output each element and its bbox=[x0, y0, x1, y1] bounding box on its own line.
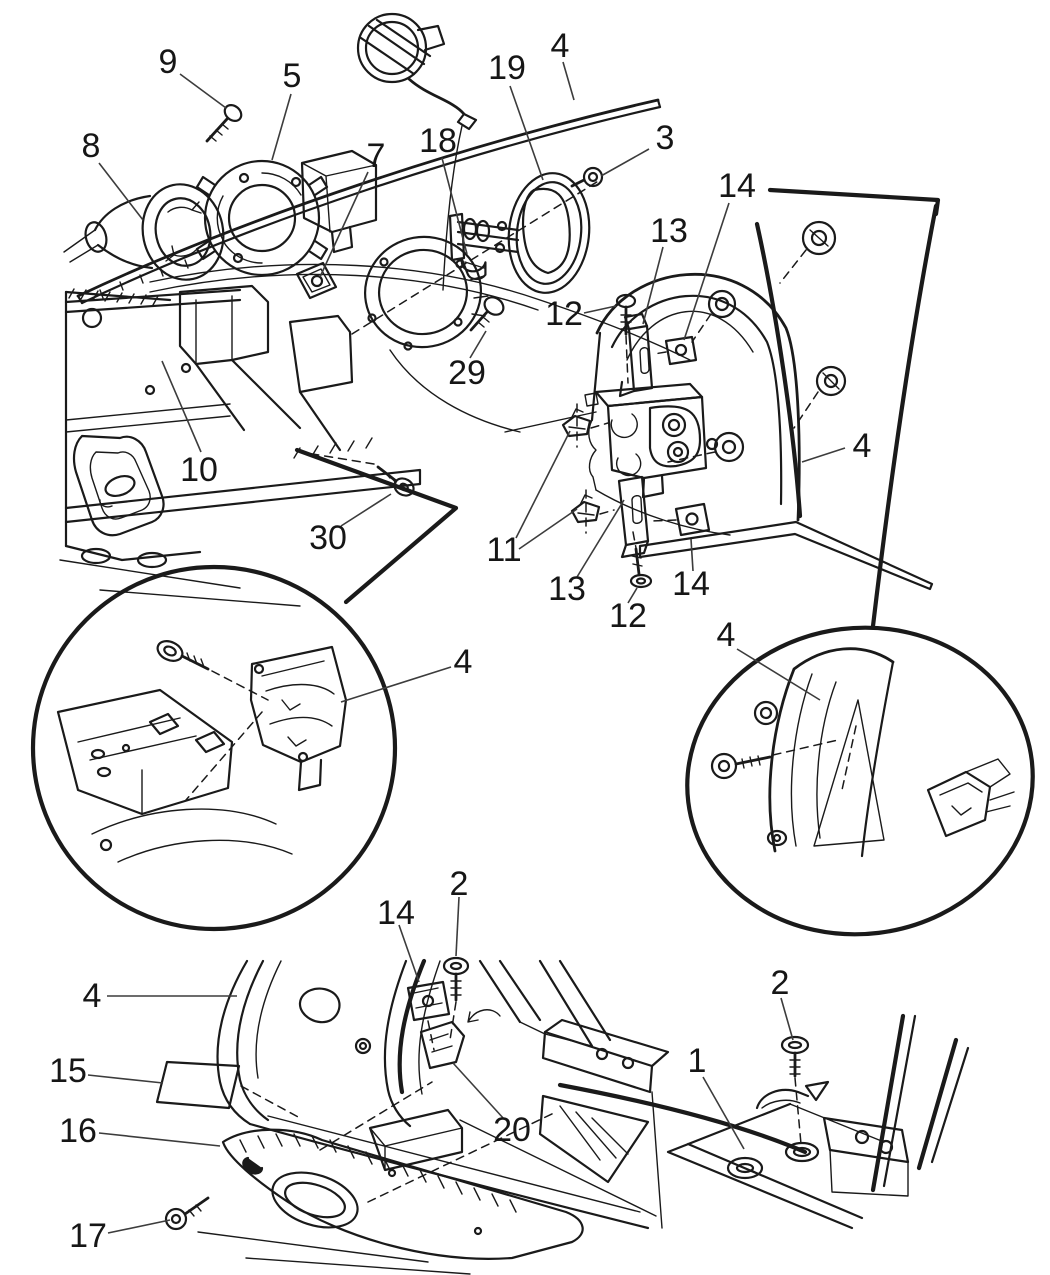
callout-20: 20 bbox=[493, 1111, 531, 1149]
leader-1 bbox=[702, 1076, 745, 1150]
callout-2-bottom: 2 bbox=[771, 964, 790, 1002]
callout-9: 9 bbox=[159, 43, 178, 81]
leader-19 bbox=[509, 85, 544, 181]
leader-4-left-inset bbox=[340, 666, 452, 703]
callout-13-top: 13 bbox=[650, 212, 688, 250]
callout-11: 11 bbox=[486, 531, 521, 569]
callout-14-bot: 14 bbox=[377, 894, 415, 932]
callout-8: 8 bbox=[82, 127, 101, 165]
callout-5: 5 bbox=[283, 57, 302, 95]
callout-3: 3 bbox=[656, 119, 675, 157]
part-filler-housing-5 bbox=[195, 149, 378, 277]
inset-right-ellipse bbox=[685, 625, 1035, 937]
leader-2-mid bbox=[455, 896, 460, 957]
part-screw-3 bbox=[570, 166, 604, 188]
callout-16: 16 bbox=[59, 1112, 97, 1150]
part-fuel-door-19 bbox=[351, 172, 601, 433]
leader-11a bbox=[515, 430, 571, 539]
part-bpillar-and-sill bbox=[155, 958, 808, 1275]
leader-5 bbox=[271, 93, 292, 161]
leader-20 bbox=[452, 1062, 505, 1120]
part-floor-sill-1 bbox=[666, 1013, 970, 1230]
part-gasket-ring-8 bbox=[63, 183, 225, 281]
part-nut-14-upper bbox=[653, 335, 698, 366]
callout-30: 30 bbox=[309, 519, 347, 557]
leader-17 bbox=[107, 1219, 171, 1234]
part-clip-11-lower bbox=[570, 489, 615, 534]
inset-left-circle bbox=[30, 447, 459, 932]
callout-4-top: 4 bbox=[551, 27, 570, 65]
part-screw-12-upper bbox=[615, 293, 637, 384]
leader-13-low bbox=[576, 499, 625, 578]
leader-15 bbox=[87, 1074, 164, 1084]
callout-12-top: 12 bbox=[545, 295, 583, 333]
part-fuel-cap bbox=[356, 12, 478, 291]
leader-12-low bbox=[627, 587, 638, 604]
part-quarter-panel-4 bbox=[588, 187, 941, 629]
leader-14-low bbox=[690, 538, 694, 572]
part-bracket-7 bbox=[295, 261, 338, 300]
callout-2-mid: 2 bbox=[450, 865, 469, 903]
part-frame-rail-10 bbox=[59, 263, 691, 607]
leader-lines bbox=[87, 61, 846, 1234]
callout-17: 17 bbox=[69, 1217, 107, 1255]
leader-8 bbox=[98, 162, 144, 221]
leader-7 bbox=[319, 171, 369, 278]
leader-3 bbox=[600, 148, 650, 177]
leader-4-right bbox=[801, 447, 846, 463]
leader-14-top bbox=[683, 202, 730, 341]
part-bumper-18 bbox=[460, 258, 487, 281]
callout-10: 10 bbox=[180, 451, 218, 489]
leader-18 bbox=[441, 157, 468, 255]
callout-15: 15 bbox=[49, 1052, 87, 1090]
callout-13-low: 13 bbox=[548, 570, 586, 608]
callout-18: 18 bbox=[419, 122, 457, 160]
callout-7: 7 bbox=[367, 137, 386, 175]
leader-2-bottom bbox=[780, 997, 794, 1041]
leader-29 bbox=[469, 330, 487, 359]
leader-11b bbox=[518, 508, 578, 550]
part-nut-14-lower bbox=[651, 502, 711, 537]
part-screw-29 bbox=[469, 296, 505, 332]
part-frame-and-bracket-20 bbox=[406, 956, 670, 1229]
part-bracket-13-lower bbox=[617, 475, 650, 559]
callout-29: 29 bbox=[448, 354, 486, 392]
part-screw-12-lower bbox=[629, 531, 653, 589]
leader-4-right-inset bbox=[736, 648, 821, 701]
callout-4-linset: 4 bbox=[454, 643, 473, 681]
leader-4-top bbox=[562, 61, 575, 101]
callout-4-bottom: 4 bbox=[83, 977, 102, 1015]
callout-4-rinset: 4 bbox=[717, 616, 736, 654]
leader-16 bbox=[98, 1132, 221, 1147]
callout-14-top: 14 bbox=[718, 167, 756, 205]
callout-labels: 9 5 8 7 18 19 4 3 14 13 12 29 10 30 11 1… bbox=[49, 27, 871, 1255]
leader-13-top bbox=[642, 246, 664, 325]
callout-1: 1 bbox=[688, 1042, 707, 1080]
leader-12-top bbox=[583, 305, 617, 314]
callout-19: 19 bbox=[488, 49, 526, 87]
leader-30 bbox=[340, 493, 392, 527]
callout-12-low: 12 bbox=[609, 597, 647, 635]
part-support-bracket bbox=[504, 382, 708, 499]
callout-4-right: 4 bbox=[853, 427, 872, 465]
part-grommet-upper bbox=[691, 289, 737, 343]
leader-14-bottom bbox=[398, 924, 420, 983]
part-grommet-lower bbox=[667, 431, 745, 463]
callout-14-low: 14 bbox=[672, 565, 710, 603]
part-clip-11-upper bbox=[561, 403, 609, 448]
leader-10 bbox=[161, 360, 202, 453]
leader-9 bbox=[179, 73, 227, 109]
